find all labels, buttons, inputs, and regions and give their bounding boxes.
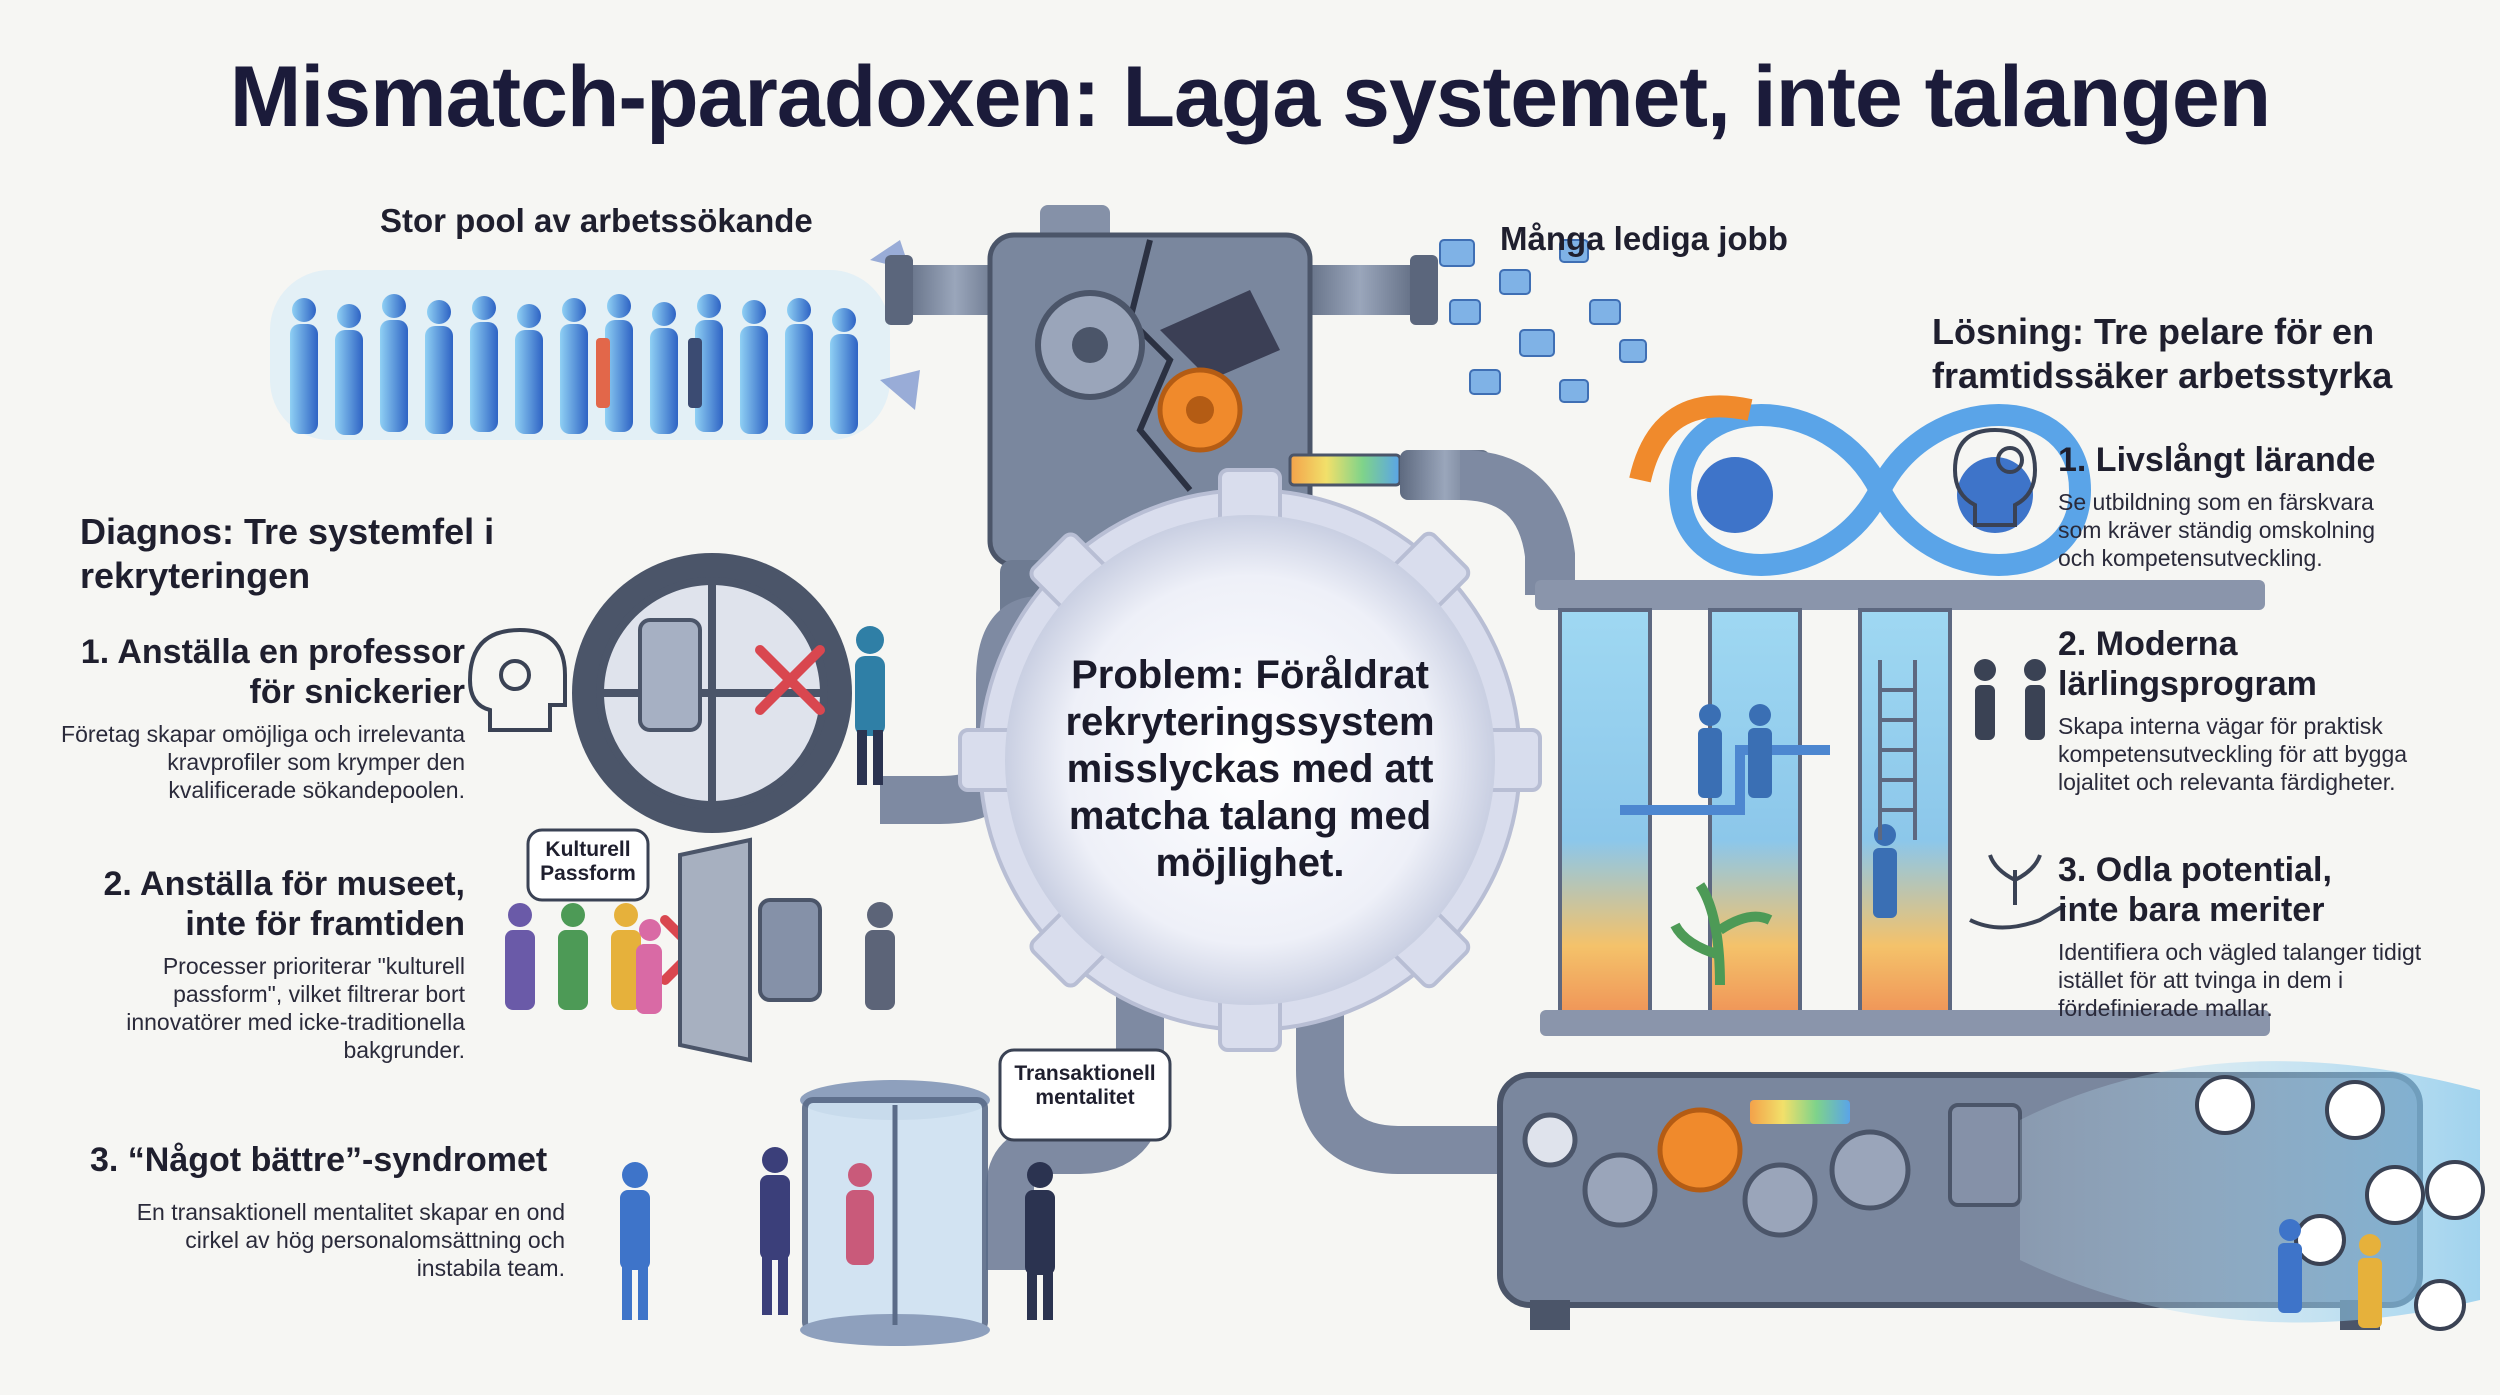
- briefcase-icon: [1439, 239, 1647, 403]
- job-seekers-label: Stor pool av arbetssökande: [380, 202, 813, 239]
- diagnosis-item-text: En transaktionell mentalitet skapar en o…: [136, 1199, 565, 1281]
- solution-item-text: Skapa interna vägar för praktisk kompete…: [2058, 713, 2408, 795]
- solution-item-title: 3. Odla potential, inte bara meriter: [2058, 851, 2332, 929]
- revolving-door: [800, 1080, 990, 1346]
- open-jobs-label: Många lediga jobb: [1500, 220, 1788, 257]
- person-figure: [855, 626, 885, 785]
- diagnosis-item-1: 1. Anställa en professor för snickerier …: [40, 632, 465, 804]
- three-pillars: [1535, 580, 2270, 1036]
- solution-item-title: 1. Livslångt lärande: [2058, 441, 2376, 479]
- problem-statement: Problem: Föråldrat rekryteringssystem mi…: [1065, 653, 1435, 885]
- handshake-icon: [1974, 659, 2046, 740]
- solution-item-text: Se utbildning som en färskvara som kräve…: [2058, 489, 2376, 571]
- diagnosis-item-3: 3. “Något bättre”-syndromet En transakti…: [40, 1140, 565, 1282]
- speech-bubble: [998, 1048, 1172, 1142]
- solution-item-title: 2. Moderna lärlingsprogram: [2058, 625, 2317, 703]
- diagnosis-item-title: 3. “Något bättre”-syndromet: [90, 1141, 548, 1179]
- transactional-bubble: Transaktionell mentalitet: [1014, 1062, 1156, 1109]
- culture-fit-filter: [505, 837, 895, 1063]
- crowd-illustration: [270, 240, 920, 440]
- page-title: Mismatch-paradoxen: Laga systemet, inte …: [229, 49, 2271, 145]
- diagnosis-item-text: Processer prioriterar "kulturell passfor…: [126, 953, 465, 1063]
- diagnosis-item-title: 2. Anställa för museet, inte för framtid…: [103, 865, 465, 943]
- plant-hand-icon: [1969, 854, 2067, 930]
- gear-head-icon: [467, 627, 567, 732]
- diagnosis-item-2: 2. Anställa för museet, inte för framtid…: [40, 864, 465, 1064]
- culture-fit-bubble: Kulturell Passform: [540, 838, 636, 885]
- people-walking: [620, 1147, 1055, 1320]
- lightbulb-head-icon: [1952, 427, 2038, 527]
- talent-stream: [2020, 1061, 2485, 1331]
- speech-bubble: [526, 828, 650, 902]
- solution-heading: Lösning: Tre pelare för en framtidssäker…: [1932, 311, 2393, 396]
- diagnosis-item-title: 1. Anställa en professor för snickerier: [80, 633, 465, 711]
- solution-item-1: 1. Livslångt lärande Se utbildning som e…: [2058, 440, 2478, 572]
- diagnosis-item-text: Företag skapar omöjliga och irrelevanta …: [61, 721, 465, 803]
- solution-item-3: 3. Odla potential, inte bara meriter Ide…: [2058, 850, 2478, 1022]
- solution-item-2: 2. Moderna lärlingsprogram Skapa interna…: [2058, 624, 2478, 796]
- gear-wheel-icon: [572, 553, 852, 833]
- infinity-loop-icon: [1629, 395, 2092, 576]
- diagnosis-heading: Diagnos: Tre systemfel i rekryteringen: [80, 511, 495, 596]
- solution-item-text: Identifiera och vägled talanger tidigt i…: [2058, 939, 2422, 1021]
- problem-gear: [958, 468, 1542, 1052]
